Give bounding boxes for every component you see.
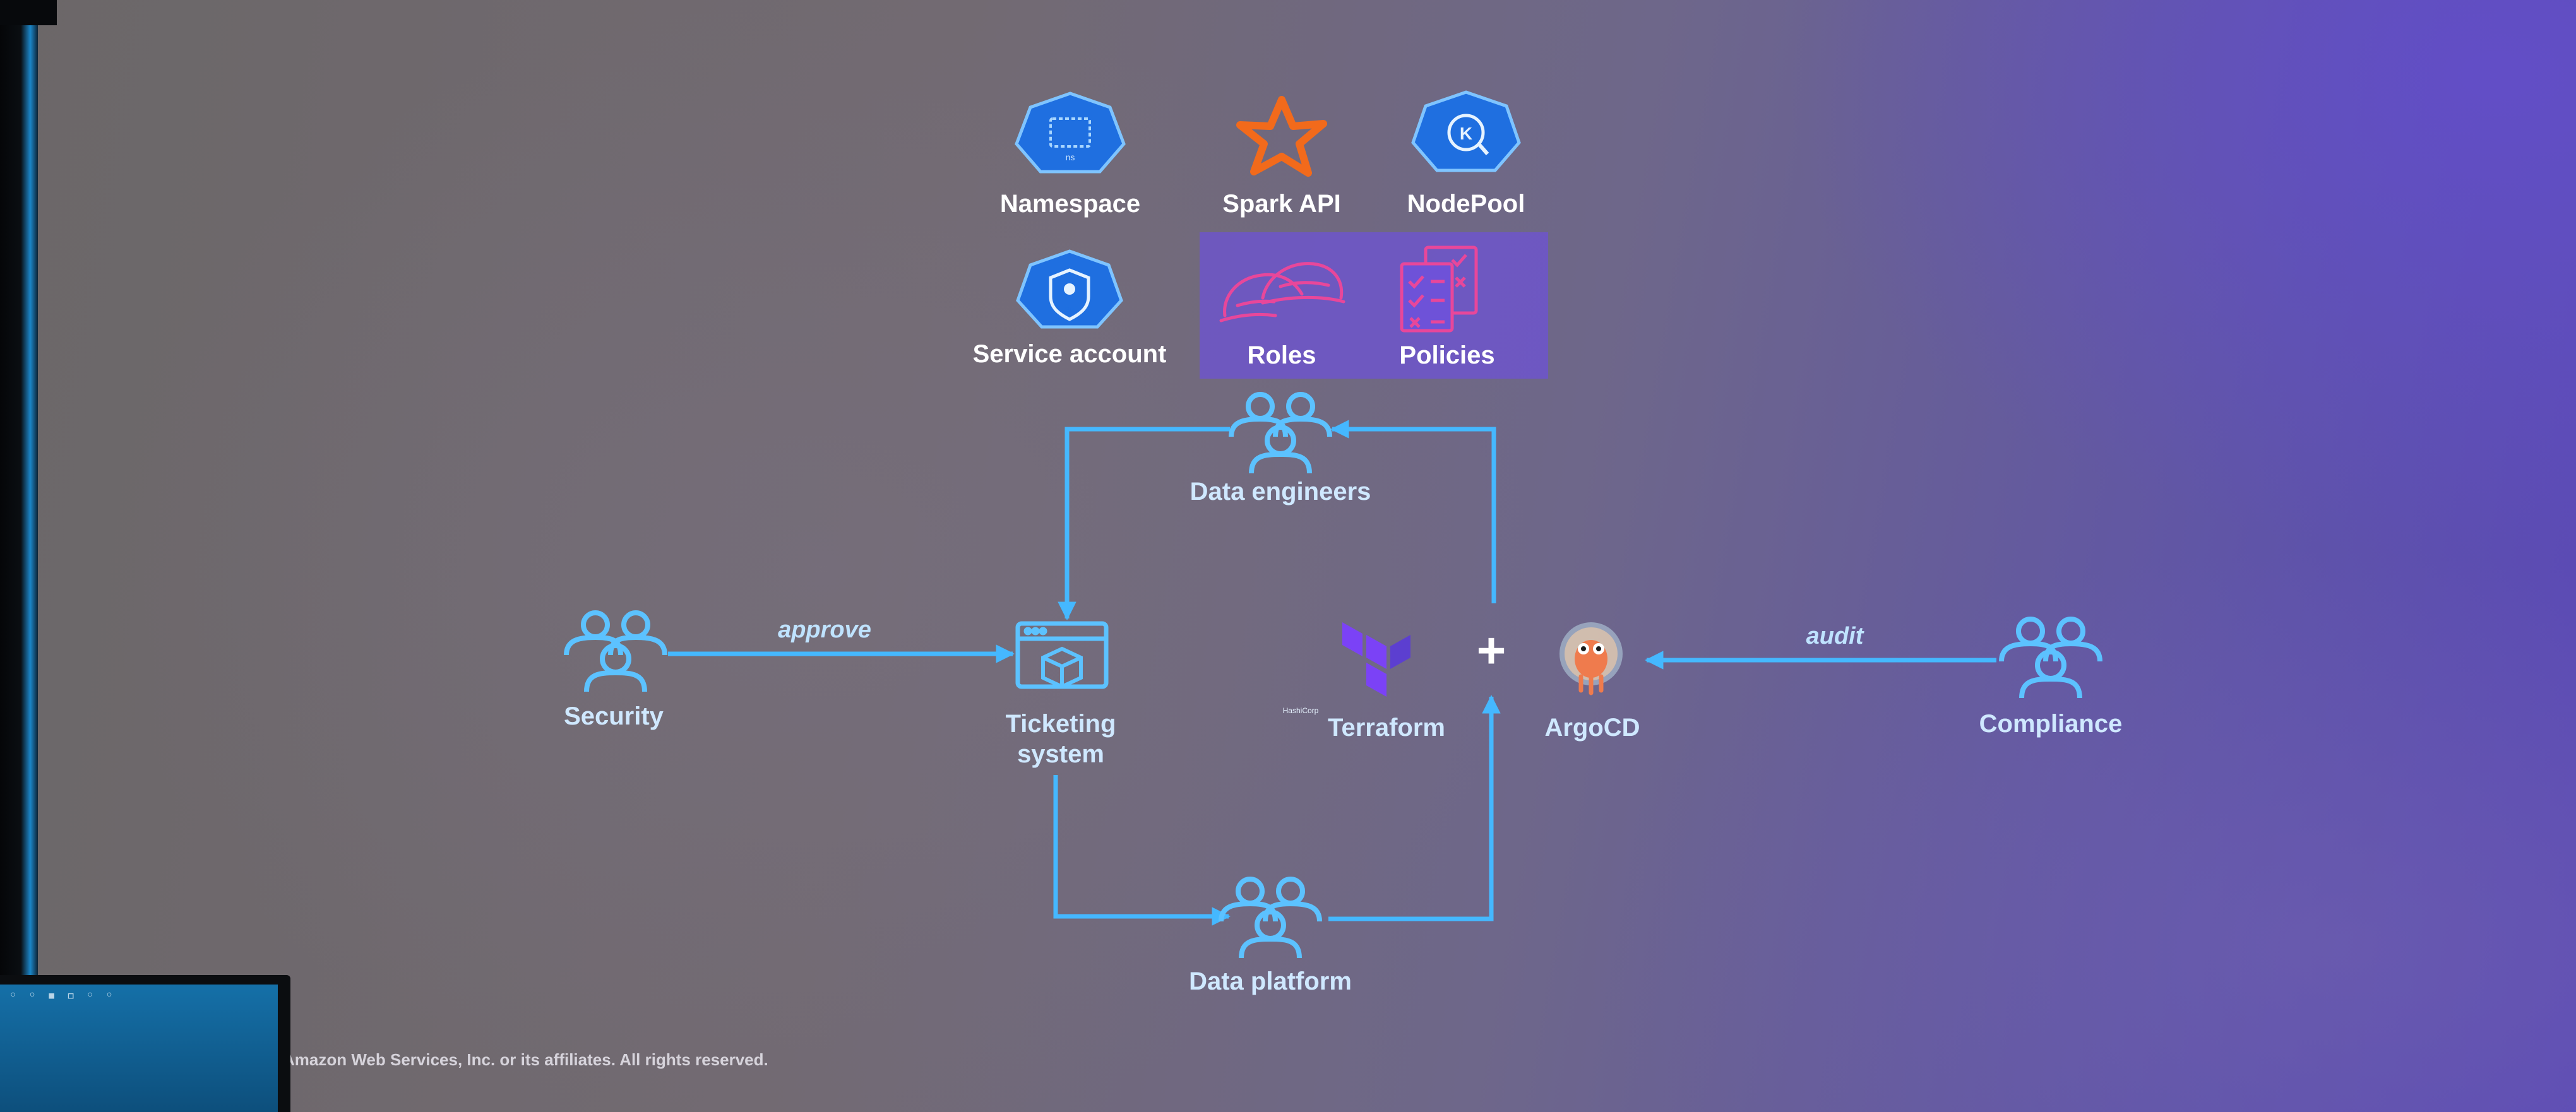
policies-label: Policies <box>1399 341 1494 369</box>
people-group-icon <box>1221 879 1320 958</box>
terraform-brand: HashiCorp <box>1283 706 1319 715</box>
namespace-label: Namespace <box>1000 190 1140 218</box>
plus-sign: + <box>1477 622 1506 678</box>
ticketing-system: Ticketing system <box>1006 621 1116 768</box>
service-account-label: Service account <box>973 340 1167 368</box>
data-engineers-actor: Data engineers <box>1190 394 1371 506</box>
nodepool-resource: K NodePool <box>1407 90 1525 218</box>
people-group-icon <box>1231 394 1330 473</box>
spark-api-label: Spark API <box>1222 190 1340 218</box>
argocd-system: ArgoCD <box>1544 622 1640 742</box>
nodepool-icon <box>1411 90 1521 172</box>
laptop-screen <box>0 985 278 1112</box>
ticketing-to-platform-connector <box>1053 775 1231 926</box>
screen-corner <box>0 0 57 25</box>
laptop-screen-text: ◦ ◦ ▪ ▫ ◦ ◦ <box>9 988 115 1003</box>
spark-icon <box>1236 96 1327 177</box>
terraform-label: Terraform <box>1328 714 1445 742</box>
namespace-tag: ns <box>1066 152 1075 162</box>
nodepool-tag: K <box>1460 124 1472 143</box>
security-label: Security <box>564 702 664 730</box>
terraform-icon <box>1342 622 1410 697</box>
policies-icon <box>1400 245 1478 333</box>
iam-highlight-box <box>1200 232 1548 379</box>
ticketing-to-engineers-connector <box>1058 427 1230 620</box>
people-group-icon <box>2001 619 2100 698</box>
compliance-label: Compliance <box>1979 710 2123 738</box>
compliance-actor: Compliance <box>1979 619 2123 738</box>
service-account-tag: sa <box>1065 304 1075 314</box>
gitops-to-engineers-connector <box>1330 420 1496 603</box>
audit-label: audit <box>1806 623 1864 649</box>
people-group-icon <box>566 613 665 692</box>
namespace-icon <box>1015 92 1126 174</box>
argocd-icon <box>1559 622 1623 695</box>
ticketing-icon <box>1015 621 1109 689</box>
screen-bezel <box>0 0 38 1112</box>
ticketing-label-line2: system <box>1017 740 1104 768</box>
argocd-label: ArgoCD <box>1544 714 1640 742</box>
data-platform-actor: Data platform <box>1189 879 1352 995</box>
platform-to-gitops-connector <box>1328 695 1501 921</box>
namespace-resource: ns Namespace <box>1000 92 1140 218</box>
roles-label: Roles <box>1248 341 1316 369</box>
data-platform-label: Data platform <box>1189 967 1352 995</box>
spark-api-resource: Spark API <box>1222 96 1341 218</box>
copyright-text: Amazon Web Services, Inc. or its affilia… <box>283 1050 768 1069</box>
ticketing-label-line1: Ticketing <box>1006 710 1116 738</box>
security-actor: Security <box>564 613 665 730</box>
nodepool-label: NodePool <box>1407 190 1525 218</box>
roles-resource: Roles <box>1219 262 1345 369</box>
connectors <box>668 420 1996 926</box>
approve-label: approve <box>778 617 871 643</box>
data-engineers-label: Data engineers <box>1190 478 1371 506</box>
service-account-resource: sa Service account <box>973 249 1167 368</box>
terraform-system: HashiCorp Terraform <box>1283 622 1445 742</box>
policies-resource: Policies <box>1399 245 1495 369</box>
roles-icon <box>1219 262 1345 322</box>
